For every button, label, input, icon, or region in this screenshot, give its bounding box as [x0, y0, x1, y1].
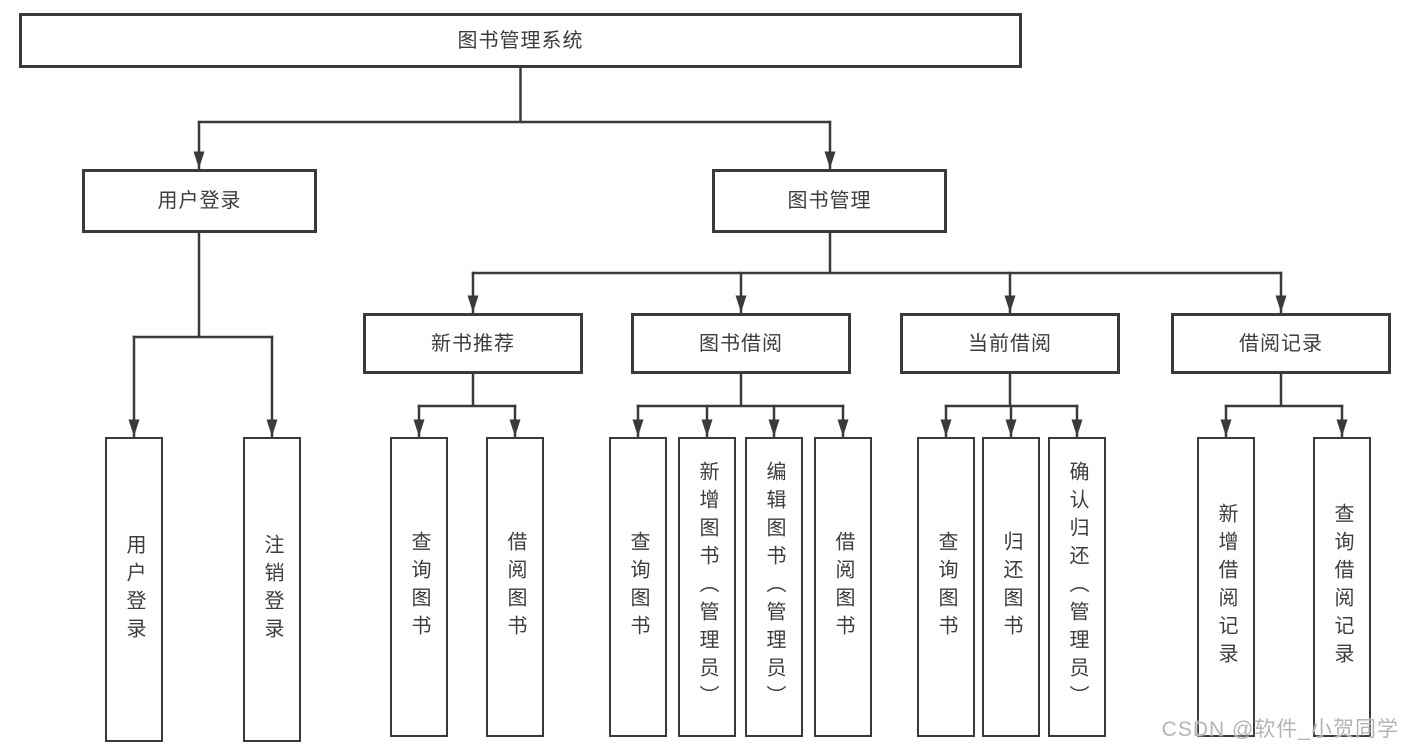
- leaf-query-borrow-record: 查询借阅记录: [1313, 437, 1371, 737]
- node-current-borrow: 当前借阅: [900, 313, 1120, 374]
- leaf-borrow-books: 借阅图书: [814, 437, 872, 737]
- connector-user-login-split: [132, 231, 274, 339]
- leaf-confirm-return-admin: 确认归还（管理员）: [1048, 437, 1106, 737]
- leaf-query-books-recommend: 查询图书: [390, 437, 448, 737]
- node-new-book-recommend: 新书推荐: [363, 313, 583, 374]
- leaf-user-login: 用户登录: [105, 437, 163, 742]
- connector-borrow-split: [636, 372, 845, 408]
- node-book-management: 图书管理: [712, 169, 947, 233]
- leaf-add-books-admin: 新增图书（管理员）: [678, 437, 736, 737]
- node-borrow-records: 借阅记录: [1171, 313, 1391, 374]
- connector-records-split: [1224, 372, 1344, 408]
- leaf-add-borrow-record: 新增借阅记录: [1197, 437, 1255, 737]
- connector-book-management-split: [471, 231, 1283, 275]
- node-root: 图书管理系统: [19, 13, 1022, 68]
- connector-current-split: [944, 372, 1079, 408]
- node-book-borrow: 图书借阅: [631, 313, 851, 374]
- leaf-query-books-current: 查询图书: [917, 437, 975, 737]
- leaf-borrow-books-recommend: 借阅图书: [486, 437, 544, 737]
- connector-recommend-split: [417, 372, 517, 408]
- leaf-query-books-borrow: 查询图书: [609, 437, 667, 737]
- leaf-return-books: 归还图书: [982, 437, 1040, 737]
- leaf-logout: 注销登录: [243, 437, 301, 742]
- leaf-edit-books-admin: 编辑图书（管理员）: [745, 437, 803, 737]
- csdn-watermark: CSDN @软件_小贺同学: [1161, 718, 1399, 741]
- connector-root-split: [197, 66, 832, 124]
- node-user-login: 用户登录: [82, 169, 317, 233]
